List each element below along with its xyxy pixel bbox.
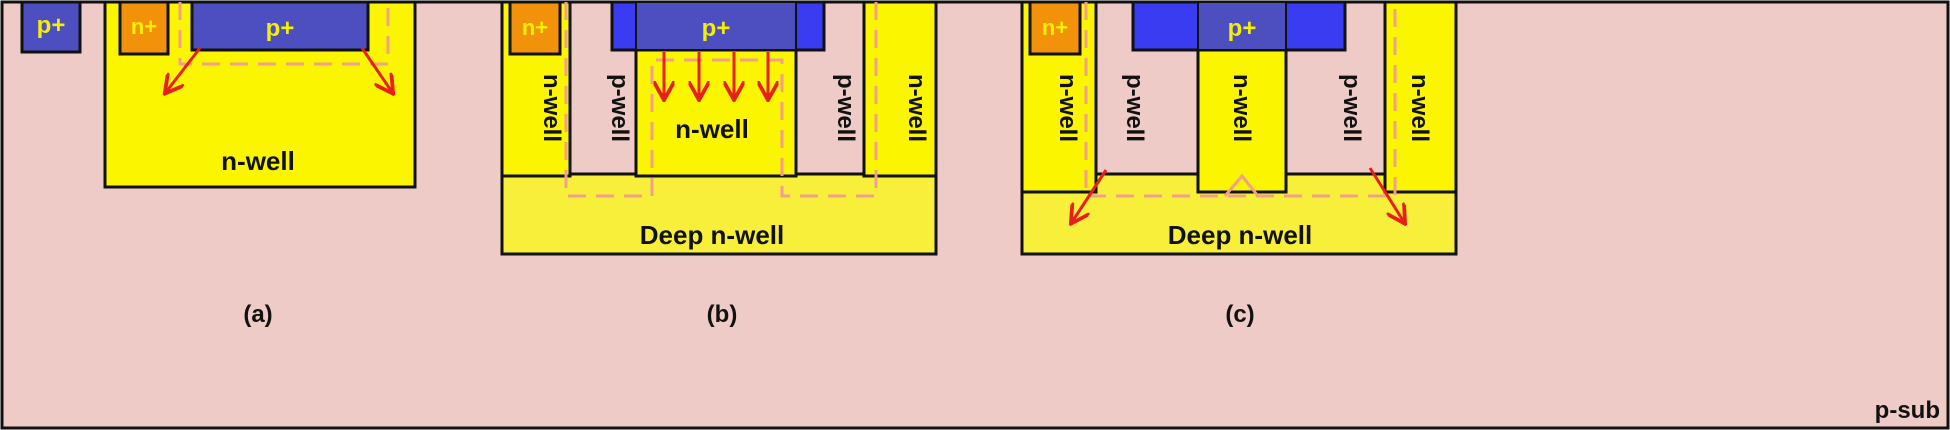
a-dashed-current-path	[178, 2, 390, 66]
c-nwell-center-label: n-well	[1228, 74, 1255, 142]
a-nplus-contact	[118, 0, 170, 56]
structure-a: p+ n+ p+ n-well (a)	[20, 0, 417, 328]
c-arrow-right	[1368, 167, 1404, 222]
b-pplus-label: p+	[702, 15, 731, 42]
b-pplus-emitter-inner	[635, 1, 797, 51]
a-pplus-label: p+	[266, 15, 295, 42]
a-nplus-label: n+	[131, 14, 157, 39]
c-arrow-left	[1072, 169, 1108, 222]
a-caption: (a)	[243, 301, 272, 328]
a-arrow-right	[360, 47, 392, 92]
a-pplus-left-label: p+	[37, 12, 66, 39]
b-nwell-left-label: n-well	[538, 74, 565, 142]
c-dashed-current-path	[1084, 2, 1397, 198]
b-deep-nwell	[500, 172, 938, 256]
b-deep-nwell-label: Deep n-well	[640, 220, 784, 250]
c-dashed-center-hump	[1223, 173, 1260, 197]
b-pwell-right-label: p-well	[832, 74, 859, 142]
c-pwell-right-label: p-well	[1338, 74, 1365, 142]
c-pplus-label: p+	[1228, 15, 1257, 42]
c-nwell-right	[1383, 0, 1458, 194]
a-nwell-label: n-well	[221, 146, 295, 176]
c-pwell-left-label: p-well	[1121, 74, 1148, 142]
structure-c: n+ p+ n-well p-well n-well p-well n-well…	[1020, 0, 1458, 328]
b-nplus-label: n+	[522, 15, 548, 40]
a-arrow-left	[166, 47, 202, 92]
b-pwell-left-label: p-well	[606, 74, 633, 142]
structure-b: n+ p+ n-well p-well n-well p-well n-well…	[500, 0, 938, 328]
c-deep-nwell-label: Deep n-well	[1168, 220, 1312, 250]
c-nwell-right-label: n-well	[1406, 74, 1433, 142]
c-nwell-left-label: n-well	[1054, 74, 1081, 142]
c-nplus-contact	[1028, 0, 1082, 56]
c-nplus-label: n+	[1042, 15, 1068, 40]
p-sub-label: p-sub	[1875, 397, 1940, 424]
a-pplus-emitter	[190, 0, 370, 52]
a-pplus-left-contact	[20, 0, 82, 54]
b-nwell-center-label: n-well	[675, 114, 749, 144]
c-pplus-emitter-inner	[1197, 1, 1287, 51]
c-caption: (c)	[1225, 301, 1254, 328]
b-dashed-current-path	[564, 2, 878, 198]
b-nplus-contact	[508, 0, 562, 56]
b-nwell-right-label: n-well	[903, 74, 930, 142]
b-caption: (b)	[707, 301, 738, 328]
